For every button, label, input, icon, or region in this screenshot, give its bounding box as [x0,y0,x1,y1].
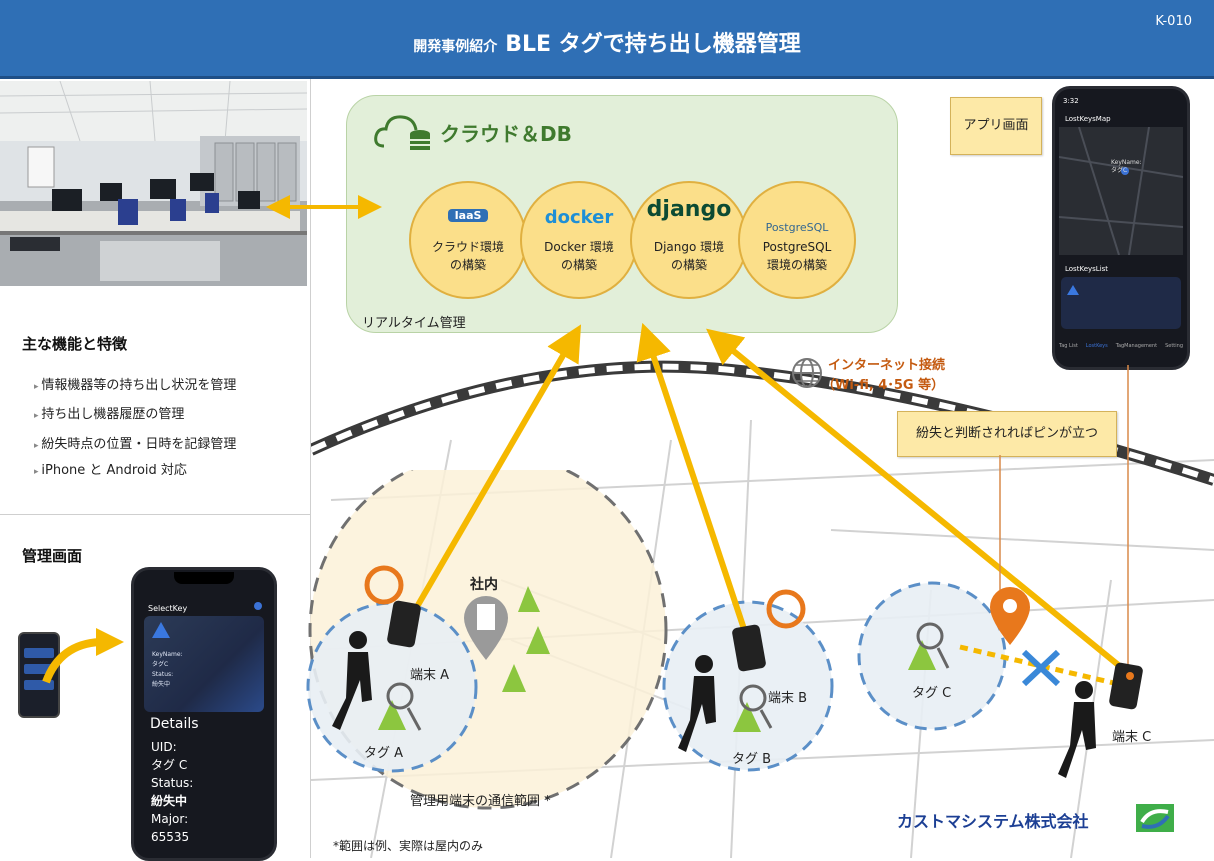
uplink-c [706,328,1124,671]
range-caption: 管理用端末の通信範囲 * [410,794,551,809]
tag-a-label: タグ A [364,746,404,761]
terminal-c-label: 端末 C [1112,730,1152,745]
admin-title: 管理画面 [22,547,83,565]
tab-bar: Tag List LostKeys TagManagement Setting [1055,343,1187,349]
tab-tag-list[interactable]: Tag List [1058,343,1078,349]
docker-logo: docker [544,207,614,228]
uplink-a [415,324,582,607]
terminal-b-label: 端末 B [768,691,808,706]
service-label: Docker 環境の構築 [544,240,614,272]
features-title: 主な機能と特徴 [22,335,128,353]
feature-item: 情報機器等の持ち出し状況を管理 [34,374,236,393]
expand-arrow-icon [42,628,124,684]
uplink-b [636,322,748,633]
iaas-logo: IaaS [448,209,488,222]
company-logo-icon [1136,804,1174,832]
tab-setting[interactable]: Setting [1165,343,1183,349]
header-bar [0,0,1214,79]
terminal-icon [387,600,1143,710]
cross-icon [1021,649,1061,687]
tag-icon [378,586,936,732]
title-prefix: 開発事例紹介 [413,39,498,55]
phone-notch [174,572,234,584]
tab-tag-management[interactable]: TagManagement [1115,343,1158,349]
cloud-db-icon [374,115,430,150]
tag-c-label: タグ C [912,686,952,701]
pin-note: 紛失と判断されればピンが立つ [897,411,1117,457]
app-screen-label: アプリ画面 [950,97,1042,155]
service-django: django Django 環境の構築 [630,181,748,299]
page-title: 開発事例紹介 BLE タグで持ち出し機器管理 [0,26,1214,58]
tag-b-label: タグ B [732,752,772,767]
list-card[interactable] [1061,277,1181,329]
app-map[interactable]: KeyName:タグC [1059,127,1183,255]
feature-item: 持ち出し機器履歴の管理 [34,403,184,422]
location-pin-icon [990,587,1030,645]
django-logo: django [646,197,732,222]
postgresql-logo: PostgreSQL [765,221,829,234]
service-label: Django 環境の構築 [653,240,725,272]
admin-app-title: SelectKey [148,604,188,613]
title-main: BLE タグで持ち出し機器管理 [505,32,801,57]
details-title: Details [150,716,199,732]
doc-code: K-010 [1155,14,1192,29]
service-iaas: IaaS クラウド環境の構築 [409,181,527,299]
list-title: LostKeysList [1065,265,1109,273]
ok-circle-icon [364,565,404,605]
footnote: *範囲は例、実際は屋内のみ [333,839,484,853]
feature-item: iPhone と Android 対応 [34,459,187,478]
key-icon [386,622,950,731]
office-label: 社内 [470,577,498,593]
ok-circle-icon [766,589,806,629]
internet-label: インターネット接続（Wi-fi, 4･5G 等） [822,358,946,393]
terminal-a-label: 端末 A [410,668,450,683]
cloud-caption: リアルタイム管理 [362,316,466,331]
app-phone: 3:32 LostKeysMap KeyName:タグC LostKeysLis… [1052,86,1190,370]
person-icon [332,631,1096,778]
globe-icon [792,358,822,388]
close-icon[interactable] [254,602,262,610]
feature-item: 紛失時点の位置・日時を記録管理 [34,433,236,452]
tag-icon [1067,285,1079,295]
company-name: カストマシステム株式会社 [897,812,1089,831]
cloud-title: クラウド＆DB [440,122,572,146]
map-title: LostKeysMap [1065,115,1111,123]
tag-icon [152,622,170,638]
service-label: クラウド環境の構築 [431,240,504,272]
service-docker: docker Docker 環境の構築 [520,181,638,299]
office-photo [0,81,307,286]
status-time: 3:32 [1063,97,1079,105]
left-divider [0,514,310,515]
tab-lostkeys[interactable]: LostKeys [1085,343,1108,349]
